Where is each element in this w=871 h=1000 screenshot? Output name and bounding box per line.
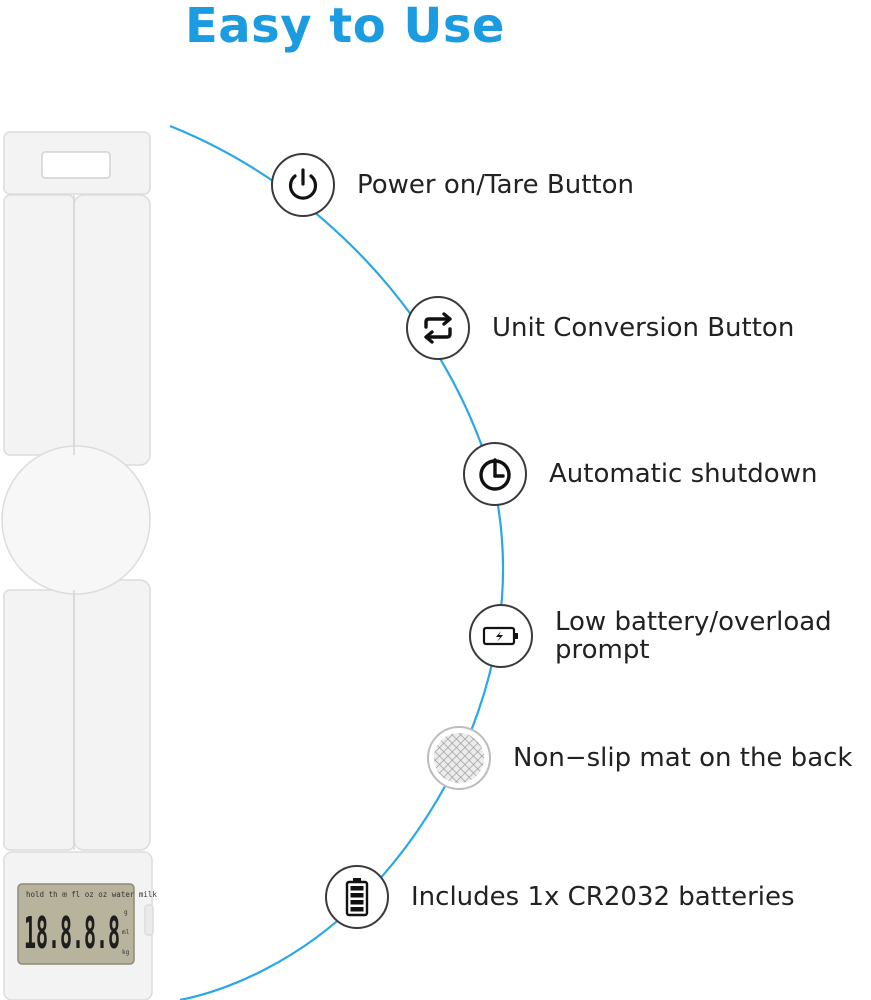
low-battery-icon	[469, 604, 533, 668]
lcd-digits: 18.8.8.8	[24, 908, 120, 959]
feature-label: Includes 1x CR2032 batteries	[411, 882, 795, 912]
auto-shutdown-icon	[463, 442, 527, 506]
feature-item-non-slip-mat: Non−slip mat on the back	[427, 726, 852, 790]
feature-label: Automatic shutdown	[549, 459, 818, 489]
lcd-unit-kg: kg	[122, 949, 130, 956]
lcd-display: hold th ⊞ fl oz oz water milk 18.8.8.8 g…	[17, 883, 157, 965]
folding-scale	[1, 131, 154, 1000]
feature-item-auto-shutdown: Automatic shutdown	[463, 442, 817, 506]
feature-item-battery: Includes 1x CR2032 batteries	[325, 865, 795, 929]
scale-lower-arm-left	[3, 589, 75, 851]
feature-label: Non−slip mat on the back	[513, 743, 853, 773]
unit-conversion-icon	[406, 296, 470, 360]
lcd-unit-g: g	[124, 909, 128, 916]
feature-item-low-battery: Low battery/overload prompt	[469, 604, 855, 668]
scale-lower-arm-right	[73, 579, 151, 851]
lcd-top-row: hold th ⊞ fl oz oz water milk	[26, 890, 157, 899]
feature-label: Unit Conversion Button	[492, 313, 795, 343]
feature-item-power: Power on/Tare Button	[271, 153, 634, 217]
battery-icon	[325, 865, 389, 929]
power-icon	[271, 153, 335, 217]
page-title: Easy to Use	[185, 0, 505, 54]
feature-item-unit-conversion: Unit Conversion Button	[406, 296, 794, 360]
scale-upper-arm-left	[3, 194, 75, 456]
lcd-unit-ml: ml	[122, 929, 130, 936]
non-slip-mat-icon	[427, 726, 491, 790]
feature-label: Low battery/overload prompt	[555, 607, 832, 665]
scale-hinge	[1, 445, 151, 595]
scale-upper-arm-right	[73, 194, 151, 466]
feature-label: Power on/Tare Button	[357, 170, 634, 200]
